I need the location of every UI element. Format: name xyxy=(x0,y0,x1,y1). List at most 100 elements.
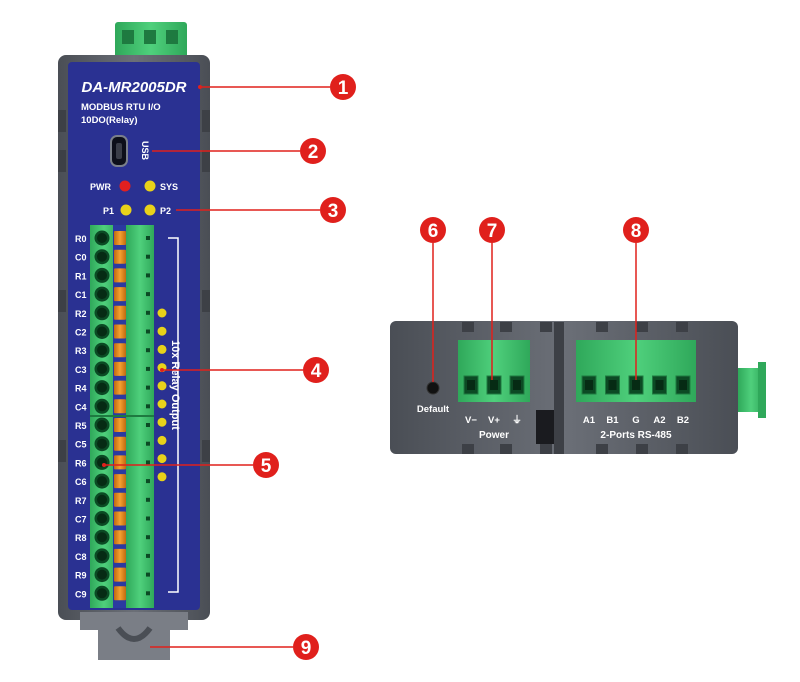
svg-text:7: 7 xyxy=(487,221,498,242)
callout-3 xyxy=(320,197,346,223)
subtitle-line2: 10DO(Relay) xyxy=(81,115,138,126)
terminal-label-c4: C4 xyxy=(75,402,87,412)
relay-bracket xyxy=(168,237,179,593)
terminal-clamp xyxy=(114,567,126,582)
svg-text:6: 6 xyxy=(428,221,439,242)
rs485-pin-label: A1 xyxy=(583,415,596,426)
callout-1 xyxy=(330,74,356,100)
terminal-clamp xyxy=(114,249,126,264)
svg-text:8: 8 xyxy=(631,221,642,242)
default-label: Default xyxy=(417,404,450,415)
terminal-label-r8: R8 xyxy=(75,533,87,543)
rs485-pin-label: B2 xyxy=(677,415,689,426)
front-view-device: DA-MR2005DR MODBUS RTU I/O 10DO(Relay) U… xyxy=(58,22,210,660)
side-view-device: Default V− V+ ⏚ Power A1 B1 G A2 B2 2-Ports RS… xyxy=(390,321,766,454)
terminal-label-r6: R6 xyxy=(75,458,87,468)
terminal-label-c1: C1 xyxy=(75,290,87,300)
terminal-clamp xyxy=(114,231,126,245)
terminal-label-r9: R9 xyxy=(75,571,87,581)
usb-label: USB xyxy=(140,141,150,161)
terminal-label-c0: C0 xyxy=(75,253,87,263)
terminal-clamp xyxy=(114,474,126,489)
terminal-clamp xyxy=(114,305,126,320)
terminal-clamp xyxy=(114,455,126,470)
terminal-label-c2: C2 xyxy=(75,328,87,338)
terminal-label-r5: R5 xyxy=(75,421,87,431)
led-label-p1: P1 xyxy=(103,206,114,216)
terminal-label-r3: R3 xyxy=(75,346,87,356)
svg-text:4: 4 xyxy=(311,361,322,382)
sys-led xyxy=(144,180,156,192)
rs485-pin-label: G xyxy=(632,415,639,426)
p2-led xyxy=(144,204,156,216)
terminal-clamp xyxy=(114,586,126,601)
terminal-label-c6: C6 xyxy=(75,477,87,487)
svg-text:2: 2 xyxy=(308,142,319,163)
callout-6 xyxy=(420,217,446,243)
terminal-clamp xyxy=(114,324,126,339)
side-slot xyxy=(536,410,554,444)
rs485-label: 2-Ports RS-485 xyxy=(600,430,672,441)
power-pin-label: V− xyxy=(465,415,477,426)
terminal-label-r7: R7 xyxy=(75,496,87,506)
power-label: Power xyxy=(479,430,509,441)
terminal-clamp xyxy=(114,511,126,526)
terminal-label-r0: R0 xyxy=(75,234,87,244)
terminal-clamp xyxy=(114,380,126,395)
subtitle-line1: MODBUS RTU I/O xyxy=(81,102,161,113)
relay-led xyxy=(157,326,167,336)
svg-text:1: 1 xyxy=(338,78,349,99)
terminal-clamp xyxy=(114,361,126,376)
callout-7 xyxy=(479,217,505,243)
led-label-p2: P2 xyxy=(160,206,171,216)
relay-led xyxy=(157,308,167,318)
relay-led xyxy=(157,435,167,445)
terminal-clamp xyxy=(114,530,126,545)
relay-led-column xyxy=(157,308,167,482)
terminal-clamp xyxy=(114,436,126,451)
default-reset-button xyxy=(426,381,440,395)
terminal-label-c8: C8 xyxy=(75,552,87,562)
terminal-clamp xyxy=(114,492,126,507)
relay-led xyxy=(157,417,167,427)
relay-led xyxy=(157,344,167,354)
relay-led xyxy=(157,472,167,482)
terminal-clamp xyxy=(114,343,126,358)
callout-5 xyxy=(253,452,279,478)
terminal-clamp xyxy=(114,548,126,563)
terminal-clamp xyxy=(114,418,126,432)
svg-text:3: 3 xyxy=(328,201,339,222)
relay-led xyxy=(157,454,167,464)
svg-text:5: 5 xyxy=(261,456,272,477)
relay-led xyxy=(157,399,167,409)
terminal-label-r2: R2 xyxy=(75,309,87,319)
callout-8 xyxy=(623,217,649,243)
rs485-pin-label: B1 xyxy=(606,415,619,426)
terminal-label-c9: C9 xyxy=(75,589,87,599)
rs485-pin-label: A2 xyxy=(653,415,665,426)
relay-output-label: 10x Relay Output xyxy=(169,340,181,430)
power-pin-label: V+ xyxy=(488,415,500,426)
callout-2 xyxy=(300,138,326,164)
callout-9 xyxy=(293,634,319,660)
terminal-clamp xyxy=(114,268,126,283)
terminal-label-r4: R4 xyxy=(75,384,87,394)
terminal-label-c7: C7 xyxy=(75,515,87,525)
terminal-label-c3: C3 xyxy=(75,365,87,375)
svg-text:9: 9 xyxy=(301,638,312,659)
p1-led xyxy=(120,204,132,216)
terminal-clamp xyxy=(114,399,126,414)
model-name: DA-MR2005DR xyxy=(81,79,186,96)
led-label-sys: SYS xyxy=(160,182,178,192)
relay-led xyxy=(157,381,167,391)
callout-4 xyxy=(303,357,329,383)
terminal-clamp xyxy=(114,287,126,302)
terminal-label-r1: R1 xyxy=(75,271,87,281)
callouts: 1 2 3 4 5 6 7 8 9 xyxy=(102,74,649,660)
pwr-led xyxy=(119,180,131,192)
power-pin-label: ⏚ xyxy=(512,415,522,426)
terminal-label-c5: C5 xyxy=(75,440,87,450)
led-label-pwr: PWR xyxy=(90,182,111,192)
